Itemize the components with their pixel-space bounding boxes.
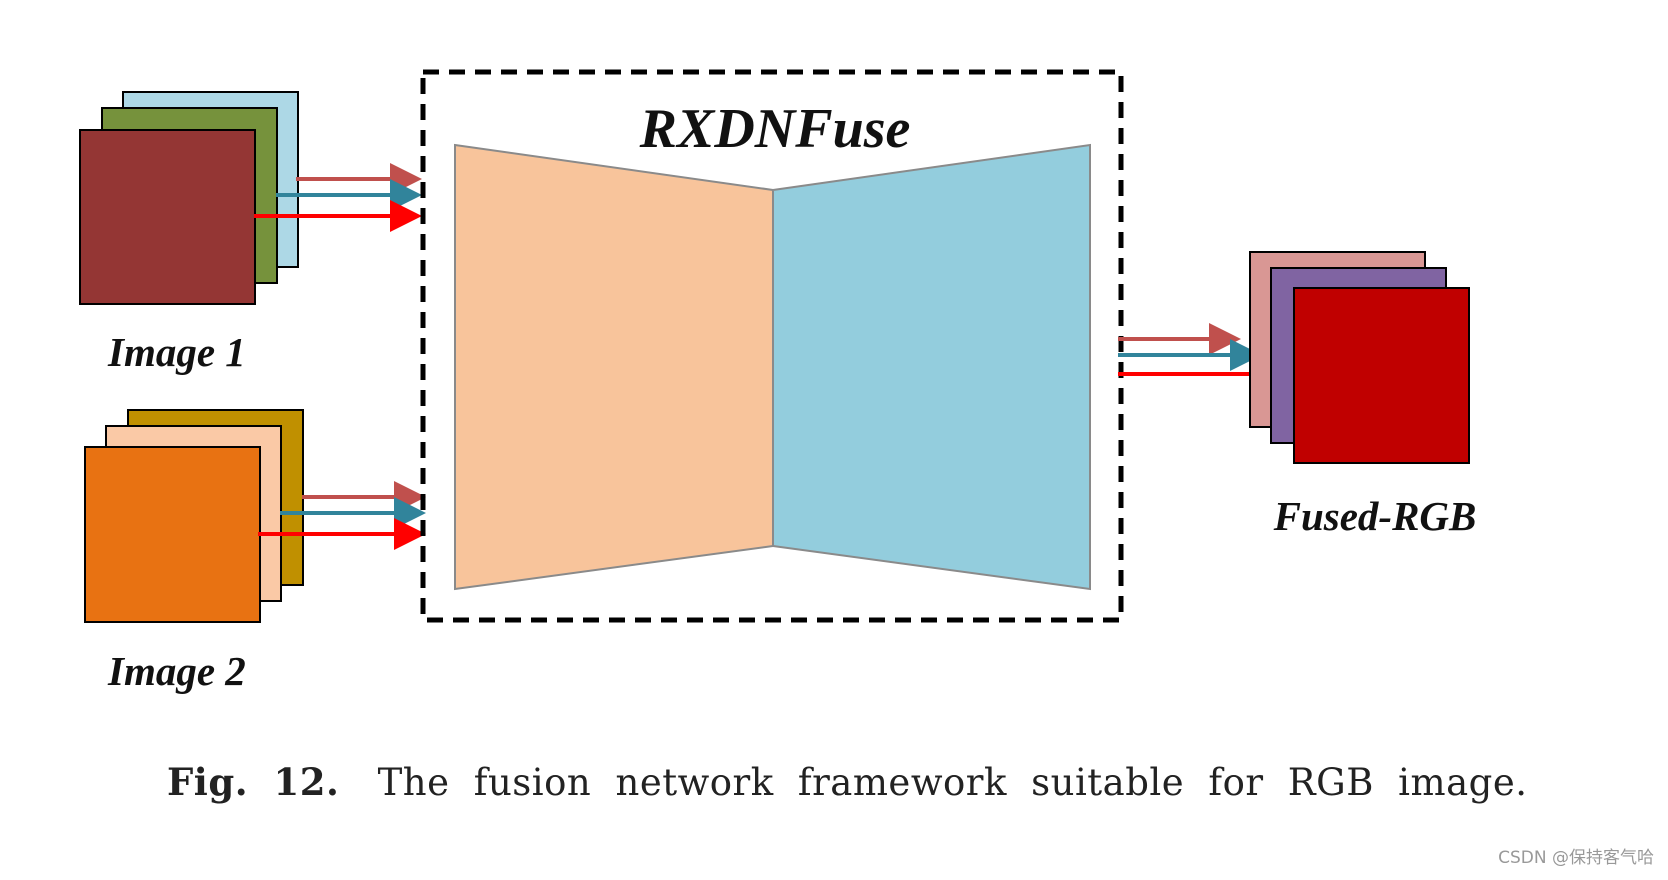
image-1-label: Image 1	[107, 329, 246, 375]
encoder-trapezoid	[454, 143, 774, 591]
image-1-layer-front	[79, 129, 256, 305]
image-1-channel-arrows	[254, 163, 422, 232]
decoder-trapezoid	[772, 143, 1091, 591]
output-stack-fused-rgb	[1249, 251, 1470, 464]
image-2-label: Image 2	[107, 648, 246, 694]
watermark: CSDN @保持客气哈	[1498, 848, 1654, 868]
input-stack-image-2	[84, 409, 304, 623]
network-dashed-boundary	[420, 69, 1124, 623]
fused-layer-front	[1293, 287, 1470, 464]
fused-rgb-label: Fused-RGB	[1273, 493, 1477, 539]
image-2-layer-front	[84, 446, 261, 623]
network-title: RXDNFuse	[639, 98, 911, 160]
caption-text: The fusion network framework suitable fo…	[377, 761, 1528, 804]
input-stack-image-1	[79, 91, 299, 305]
figure-number: Fig. 12.	[167, 760, 340, 804]
image-2-channel-arrows	[258, 481, 426, 550]
